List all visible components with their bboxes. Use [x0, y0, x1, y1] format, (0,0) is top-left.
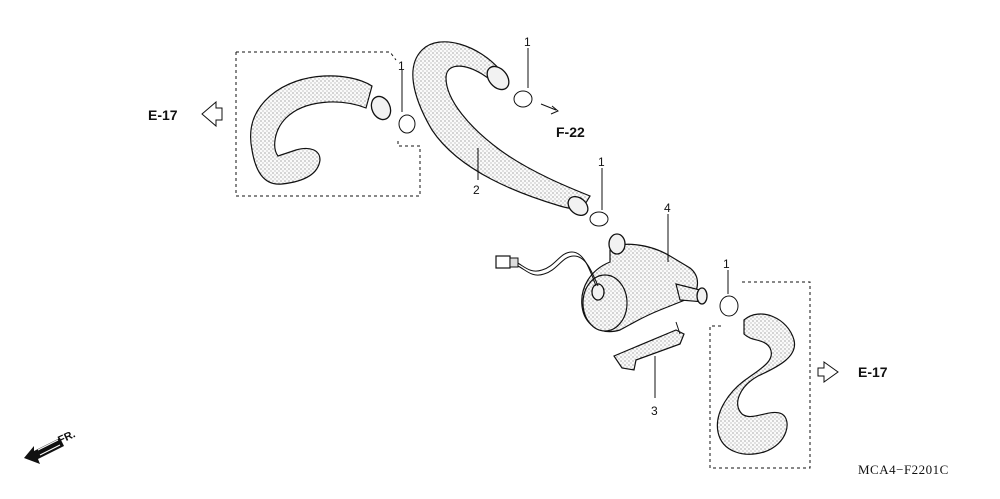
left-dashed-box	[235, 51, 421, 197]
right-clamp	[719, 295, 739, 317]
callout-clamp-left: 1	[398, 59, 405, 73]
valve-outlet-end	[696, 287, 708, 305]
main-hose-top-end	[486, 65, 510, 91]
bracket-tab	[675, 321, 681, 335]
left-clamp	[398, 114, 416, 134]
f22-arrow-line	[540, 103, 557, 111]
main-hose	[412, 41, 591, 217]
bracket	[613, 321, 685, 398]
right-hose-group	[709, 281, 811, 469]
front-arrow-icon	[24, 438, 64, 464]
front-arrow-hatch	[37, 439, 61, 456]
callout-clamp-right: 1	[723, 257, 730, 271]
callout-clamp-top: 1	[524, 35, 531, 49]
bracket-body	[613, 329, 685, 371]
left-hose	[249, 75, 373, 185]
left-ref-arrow-icon	[201, 100, 223, 128]
front-label: FR.	[56, 428, 77, 446]
valve-wire-2	[517, 255, 599, 287]
callout-hose: 2	[473, 183, 480, 197]
right-dashed-box	[709, 281, 811, 469]
f22-ref-label: F-22	[556, 124, 585, 140]
diagram-code: MCA4−F2201C	[858, 462, 949, 477]
right-ref-arrow-icon	[817, 361, 839, 383]
callout-bracket: 3	[651, 404, 658, 418]
right-ref-label: E-17	[858, 364, 888, 380]
left-hose-group	[235, 51, 421, 197]
f22-arrow-head	[550, 105, 559, 115]
valve-solenoid	[582, 274, 628, 332]
left-ref-label: E-17	[148, 107, 178, 123]
mid-clamp	[589, 211, 609, 227]
left-hose-end	[370, 95, 392, 121]
valve-inlet	[608, 233, 626, 255]
top-clamp	[513, 90, 533, 108]
air-valve	[495, 214, 708, 333]
callout-clamp-mid: 1	[598, 155, 605, 169]
callout-valve: 4	[664, 201, 671, 215]
valve-connector	[591, 283, 605, 301]
main-hose-bottom-end	[567, 195, 589, 217]
wire-coupler	[495, 255, 511, 269]
clamps	[513, 48, 739, 317]
left-ref: E-17	[148, 100, 223, 128]
front-indicator: FR.	[24, 428, 77, 464]
right-hose	[716, 313, 796, 455]
wire-coupler-body	[509, 257, 519, 268]
valve-wire	[515, 251, 597, 287]
right-ref: E-17	[817, 361, 888, 383]
